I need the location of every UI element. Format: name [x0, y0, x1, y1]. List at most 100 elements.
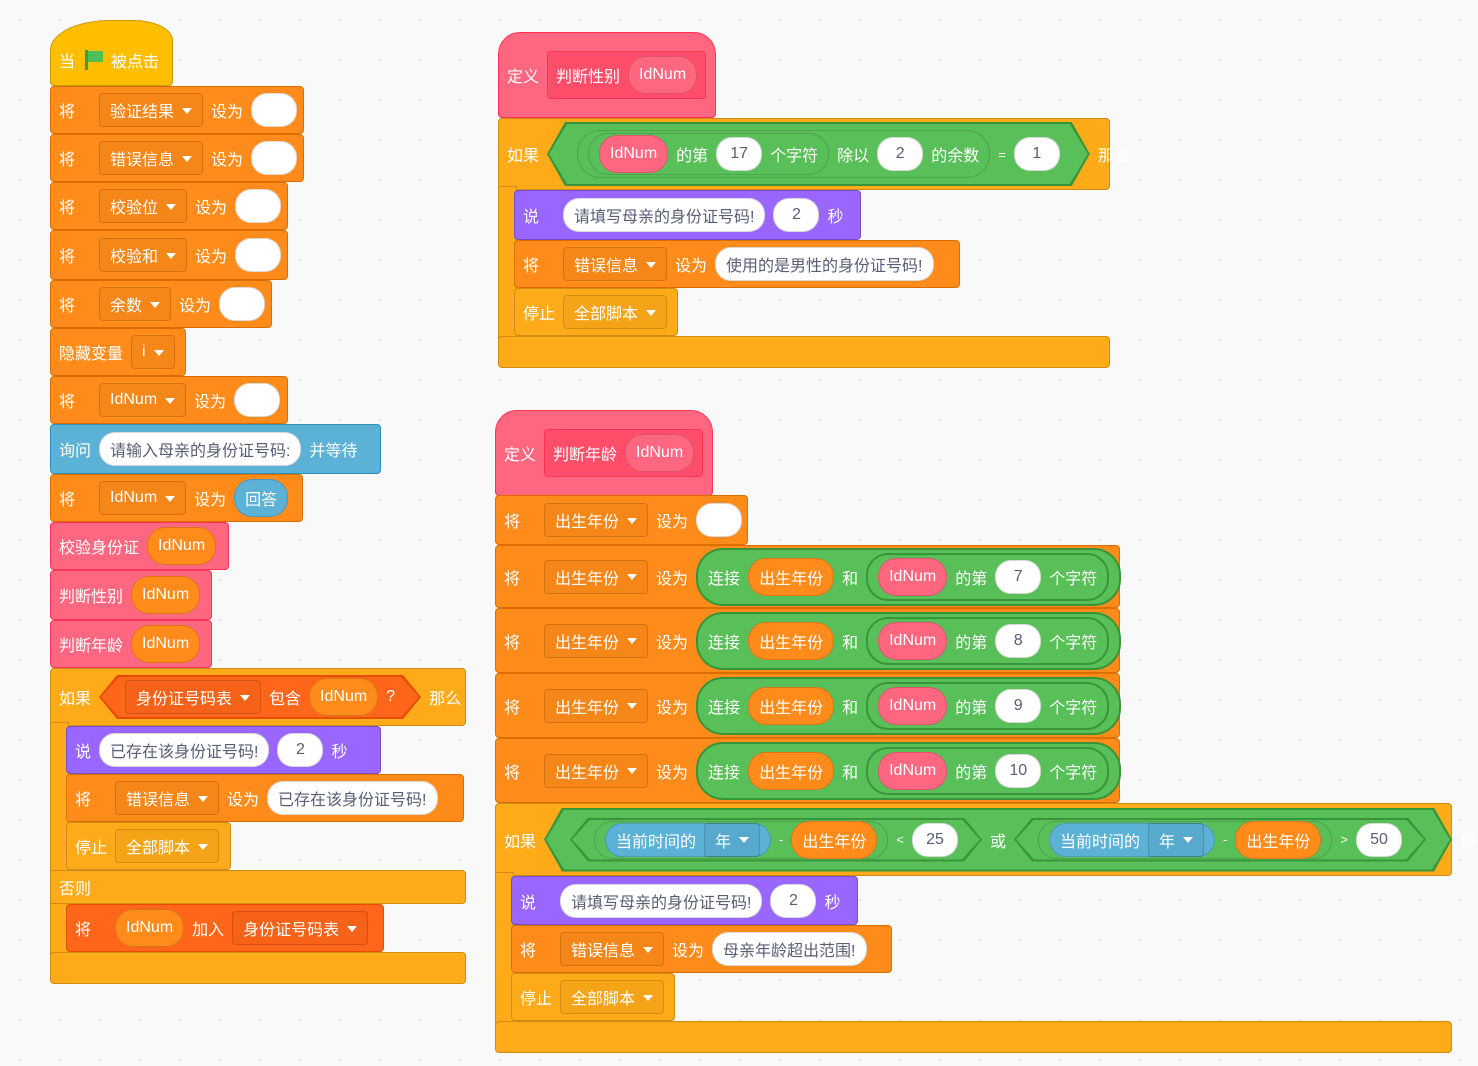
variable-dropdown[interactable]: 校验位 [99, 189, 188, 223]
index-input[interactable]: 8 [995, 623, 1042, 658]
stop-option-dropdown[interactable]: 全部脚本 [563, 295, 668, 329]
compare-input[interactable]: 1 [1014, 137, 1060, 171]
idnum-reporter[interactable]: IdNum [115, 909, 185, 947]
idnum-param[interactable]: IdNum [878, 686, 948, 725]
variable-dropdown[interactable]: 错误信息 [99, 141, 204, 175]
idnum-param[interactable]: IdNum [878, 751, 948, 790]
index-input[interactable]: 7 [995, 559, 1042, 594]
question-input[interactable]: 请输入母亲的身份证号码: [99, 432, 302, 466]
seconds-input[interactable]: 2 [277, 733, 324, 767]
set-join-block[interactable]: 将 出生年份 设为 连接 出生年份 和 IdNum 的第 8 个字符 [495, 608, 1122, 673]
greater-than-condition[interactable]: 当前时间的年-出生年份 >50 [1014, 818, 1426, 862]
idnum-reporter[interactable]: IdNum [131, 576, 201, 614]
time-unit-dropdown[interactable]: 年 [704, 823, 760, 857]
idnum-reporter[interactable]: IdNum [147, 527, 217, 565]
variable-dropdown[interactable]: 出生年份 [544, 753, 649, 788]
value-input[interactable]: 使用的是男性的身份证号码! [715, 247, 934, 281]
set-variable-block[interactable]: 将校验和设为 [50, 230, 288, 280]
variable-dropdown[interactable]: 余数 [99, 287, 172, 321]
variable-dropdown[interactable]: 错误信息 [560, 932, 665, 966]
set-join-block[interactable]: 将 出生年份 设为 连接 出生年份 和 IdNum 的第 10 个字符 [495, 738, 1122, 803]
time-unit-dropdown[interactable]: 年 [1148, 823, 1204, 857]
variable-dropdown[interactable]: 出生年份 [544, 503, 649, 537]
set-join-block[interactable]: 将 出生年份 设为 连接 出生年份 和 IdNum 的第 7 个字符 [495, 545, 1122, 608]
or-condition[interactable]: 当前时间的年-出生年份 <25 或 当前时间的年-出生年份 >50 [544, 808, 1452, 872]
stop-block[interactable]: 停止全部脚本 [511, 973, 675, 1021]
value-input[interactable]: 母亲年龄超出范围! [712, 932, 867, 966]
idnum-reporter[interactable]: IdNum [309, 678, 378, 716]
seconds-input[interactable]: 2 [773, 198, 820, 232]
birth-year-reporter[interactable]: 出生年份 [791, 821, 877, 859]
value-input[interactable] [251, 93, 298, 127]
birth-year-reporter[interactable]: 出生年份 [748, 686, 835, 725]
idnum-param[interactable]: IdNum [599, 135, 668, 173]
idnum-param[interactable]: IdNum [625, 434, 695, 472]
birth-year-reporter[interactable]: 出生年份 [748, 751, 835, 790]
variable-dropdown[interactable]: 错误信息 [115, 781, 220, 815]
index-input[interactable]: 10 [995, 753, 1042, 788]
current-time-reporter[interactable]: 当前时间的年 [605, 823, 771, 857]
list-dropdown[interactable]: 身份证号码表 [232, 911, 369, 945]
value-input[interactable] [219, 287, 266, 321]
divisor-input[interactable]: 2 [877, 137, 923, 171]
set-variable-block[interactable]: 将错误信息设为母亲年龄超出范围! [511, 925, 892, 973]
seconds-input[interactable]: 2 [770, 883, 817, 918]
stop-block[interactable]: 停止全部脚本 [514, 288, 678, 336]
variable-dropdown[interactable]: IdNum [99, 383, 187, 417]
value-input[interactable]: 已存在该身份证号码! [267, 781, 438, 815]
birth-year-reporter[interactable]: 出生年份 [748, 621, 835, 660]
index-input[interactable]: 9 [995, 688, 1042, 723]
when-flag-clicked-hat[interactable]: 当 被点击 [50, 20, 173, 86]
variable-dropdown[interactable]: 出生年份 [544, 688, 649, 723]
set-join-block[interactable]: 将 出生年份 设为 连接 出生年份 和 IdNum 的第 9 个字符 [495, 673, 1122, 738]
contains-condition[interactable]: 身份证号码表 包含 IdNum ? [99, 675, 421, 719]
if-else-block[interactable]: 如果 身份证号码表 包含 IdNum ? 那么 [50, 668, 466, 726]
variable-dropdown[interactable]: 出生年份 [544, 559, 649, 594]
variable-dropdown[interactable]: 出生年份 [544, 623, 649, 658]
value-input[interactable] [234, 383, 281, 417]
value-input[interactable] [235, 238, 282, 272]
value-input[interactable] [251, 141, 298, 175]
variable-dropdown[interactable]: 错误信息 [563, 247, 668, 281]
less-than-condition[interactable]: 当前时间的年-出生年份 <25 [570, 818, 982, 862]
set-variable-block[interactable]: 将出生年份设为 [495, 495, 748, 545]
stop-option-dropdown[interactable]: 全部脚本 [115, 829, 220, 863]
current-time-reporter[interactable]: 当前时间的年 [1049, 823, 1215, 857]
birth-year-reporter[interactable]: 出生年份 [1235, 821, 1321, 859]
compare-input[interactable]: 25 [912, 823, 958, 857]
set-variable-block[interactable]: 将余数设为 [50, 280, 272, 328]
set-variable-block[interactable]: 将错误信息设为已存在该身份证号码! [66, 774, 464, 822]
variable-dropdown[interactable]: i [131, 335, 175, 369]
value-input[interactable] [235, 189, 282, 223]
variable-dropdown[interactable]: 验证结果 [99, 93, 204, 127]
birth-year-reporter[interactable]: 出生年份 [748, 557, 835, 596]
value-input[interactable] [696, 503, 743, 537]
set-variable-block[interactable]: 将错误信息设为 [50, 134, 304, 182]
idnum-param[interactable]: IdNum [878, 621, 948, 660]
variable-dropdown[interactable]: 校验和 [99, 238, 188, 272]
idnum-param[interactable]: IdNum [878, 557, 948, 596]
variable-dropdown[interactable]: IdNum [99, 481, 187, 515]
index-input[interactable]: 17 [716, 137, 762, 171]
message-input[interactable]: 已存在该身份证号码! [99, 733, 270, 767]
message-input[interactable]: 请填写母亲的身份证号码! [560, 883, 763, 918]
stop-block[interactable]: 停止全部脚本 [66, 822, 231, 870]
answer-reporter[interactable]: 回答 [234, 479, 289, 517]
ask-and-wait-block[interactable]: 询问请输入母亲的身份证号码:并等待 [50, 424, 381, 474]
idnum-param[interactable]: IdNum [628, 56, 698, 94]
set-variable-block[interactable]: 将校验位设为 [50, 182, 288, 230]
